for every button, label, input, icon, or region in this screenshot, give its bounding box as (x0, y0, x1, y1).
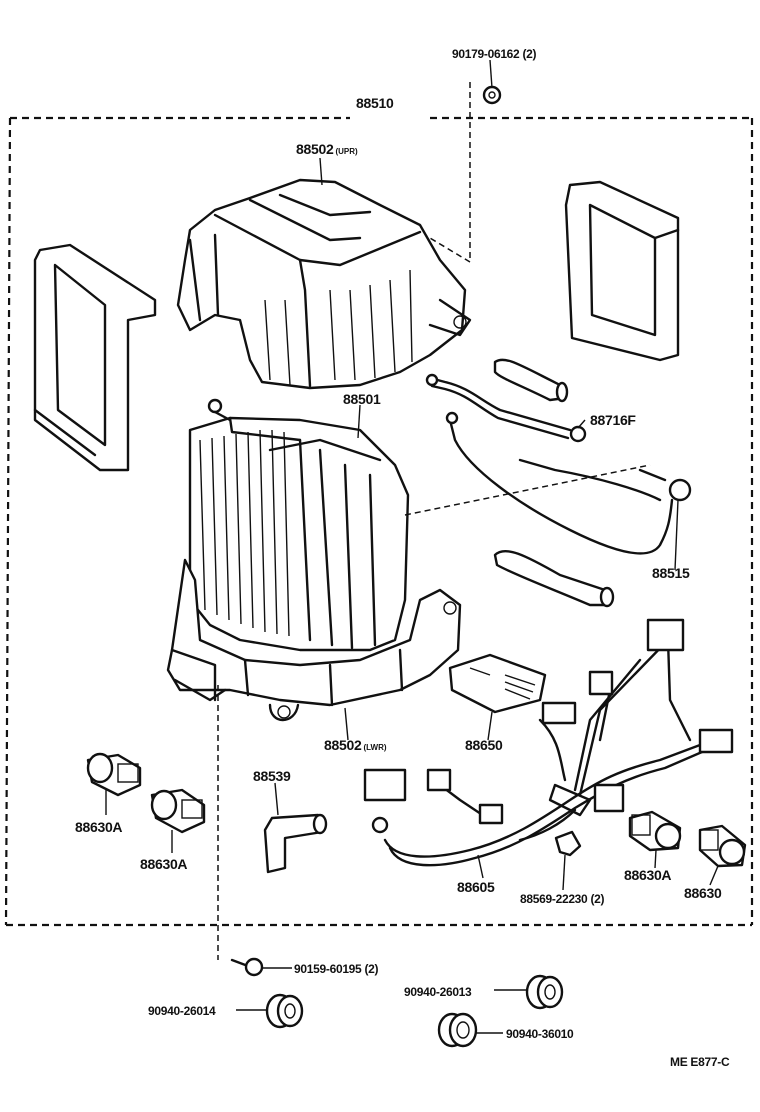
pipe-icon (425, 373, 587, 443)
thermistor-icon (445, 411, 692, 555)
evaporator-core-icon (188, 398, 410, 652)
label-switch: 88630 (684, 885, 722, 901)
label-wire-harness: 88605 (457, 879, 495, 895)
left-seal-frame-icon (33, 243, 157, 472)
label-grommet-3: 90940-36010 (506, 1027, 574, 1041)
right-seal-frame-icon (564, 180, 680, 362)
label-grommet-2: 90940-26013 (404, 985, 472, 999)
lower-drain-hose-icon (493, 549, 615, 608)
assembly-boundary (4, 116, 754, 927)
hose-icon (263, 813, 328, 874)
clamp-icon (554, 830, 582, 857)
amplifier-icon (448, 653, 547, 714)
switch-a2-icon (150, 788, 206, 834)
upper-drain-hose-icon (493, 358, 569, 403)
label-case-lower: 88502(LWR) (324, 737, 387, 753)
upper-case-icon (176, 178, 472, 390)
grommet-3-icon (437, 1012, 478, 1048)
label-switch-a1: 88630A (75, 819, 123, 835)
leader-bolt-top (419, 82, 471, 264)
label-pipe: 88716F (590, 412, 636, 428)
grommet-1-icon (265, 993, 304, 1029)
label-assembly: 88510 (356, 95, 394, 111)
label-leaders (105, 59, 719, 1034)
leader-thermistor (404, 464, 651, 516)
label-clamp: 88569-22230 (2) (520, 892, 605, 906)
lower-case-icon (166, 558, 462, 722)
bolt-top-icon (482, 85, 502, 105)
screw-bottom-icon (230, 957, 264, 977)
label-amplifier: 88650 (465, 737, 503, 753)
label-switch-a2: 88630A (140, 856, 188, 872)
label-case-upper: 88502(UPR) (296, 141, 358, 157)
label-evaporator: 88501 (343, 391, 381, 407)
label-hose: 88539 (253, 768, 291, 784)
label-screw-bottom: 90159-60195 (2) (294, 962, 379, 976)
label-bolt-top: 90179-06162 (2) (452, 47, 537, 61)
switch-a3-icon (628, 810, 682, 852)
grommet-2-icon (525, 974, 564, 1010)
wire-harness-icon (363, 618, 734, 867)
label-switch-a3: 88630A (624, 867, 672, 883)
label-grommet-1: 90940-26014 (148, 1004, 216, 1018)
label-diagram-code: ME E877-C (670, 1055, 730, 1069)
label-thermistor: 88515 (652, 565, 690, 581)
switch-a1-icon (86, 752, 142, 797)
switch-icon (698, 824, 747, 868)
